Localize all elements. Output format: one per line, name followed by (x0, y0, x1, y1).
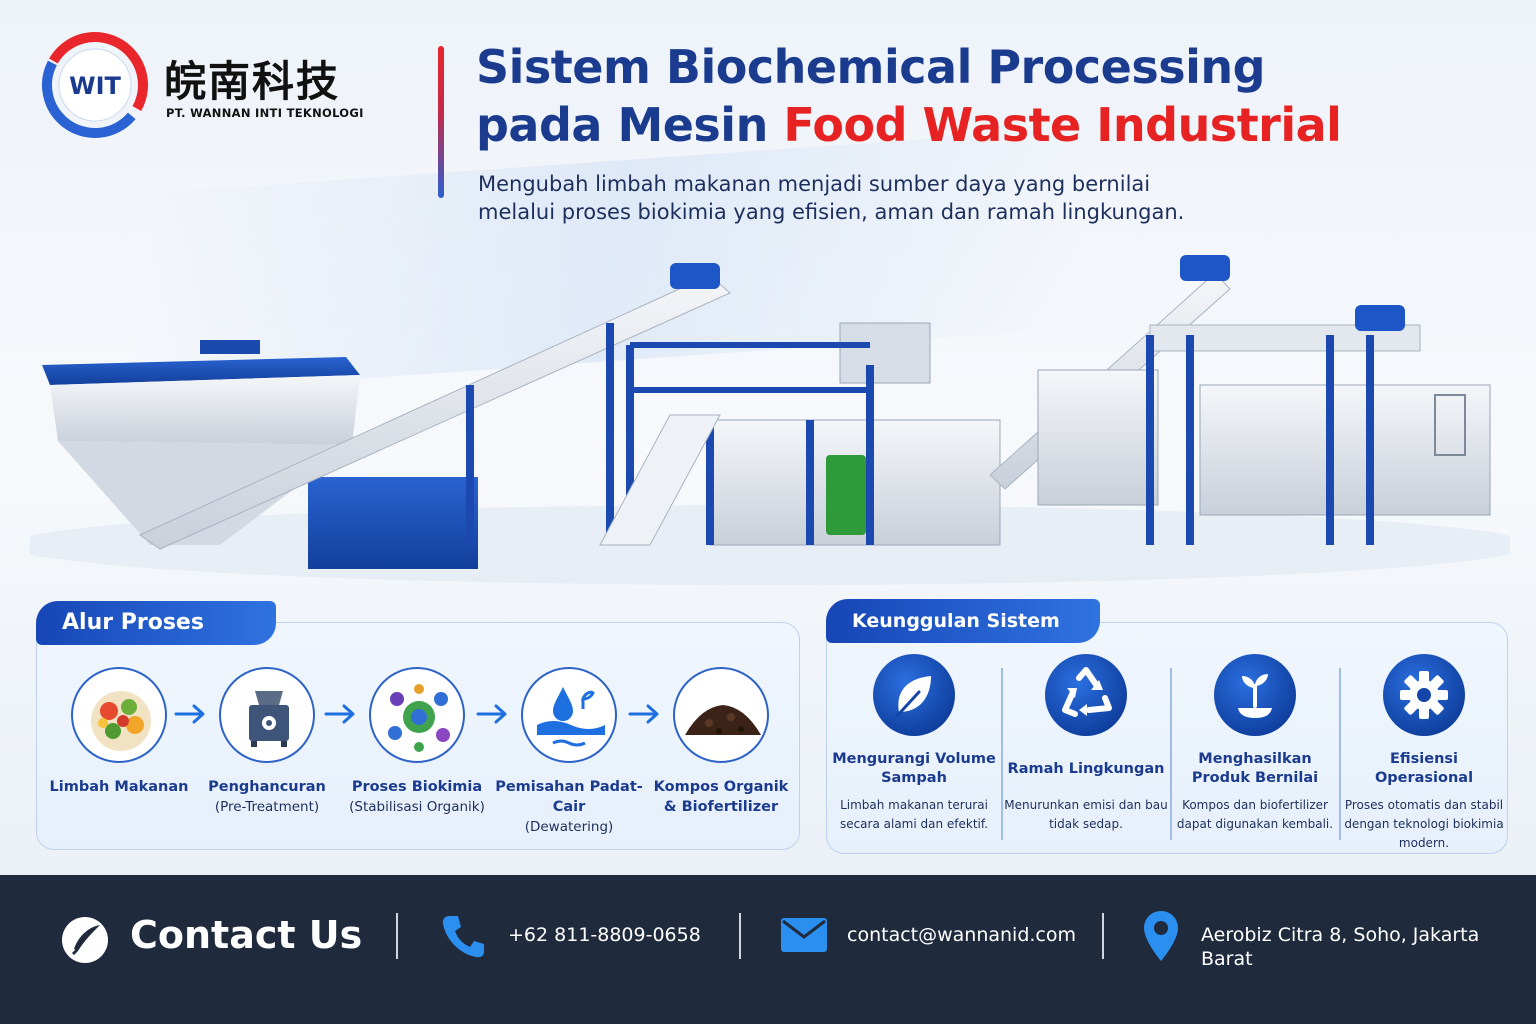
compost-icon (685, 705, 761, 735)
email-address[interactable]: contact@wannanid.com (847, 924, 1077, 946)
company-logo: WIT 皖南科技 PT. WANNAN INTI TEKNOLOGI (40, 30, 370, 140)
water-drop-icon (537, 687, 605, 747)
process-step-compost: Kompos Organik & Biofertilizer (646, 667, 796, 817)
divider (396, 913, 398, 959)
phone-icon (442, 916, 484, 958)
advantage-title: Menghasilkan Produk Bernilai (1191, 751, 1319, 786)
process-heading: Alur Proses (36, 601, 276, 645)
location-pin-icon (1144, 911, 1178, 961)
title-line-1: Sistem Biochemical Processing (476, 40, 1266, 94)
divider (1170, 668, 1172, 840)
company-name-en: PT. WANNAN INTI TEKNOLOGI (166, 106, 364, 120)
advantage-desc: Kompos dan biofertilizer dapat digunakan… (1176, 798, 1334, 831)
advantage-reduce-volume: Mengurangi Volume Sampah Limbah makanan … (830, 654, 998, 834)
step-label: Kompos Organik (653, 779, 789, 795)
recycle-icon (1062, 667, 1112, 717)
advantages-panel (826, 622, 1508, 854)
phone-number[interactable]: +62 811-8809-0658 (508, 924, 701, 946)
advantage-title: Mengurangi Volume Sampah (832, 751, 996, 786)
arrow-right-icon (628, 704, 659, 724)
advantage-valuable-product: Menghasilkan Produk Bernilai Kompos dan … (1171, 654, 1339, 834)
hopper-tank (42, 340, 360, 545)
process-step-dewatering: Pemisahan Padat-Cair (Dewatering) (494, 667, 644, 837)
title-line-2: pada Mesin Food Waste Industrial (476, 96, 1516, 154)
shredder-icon (249, 691, 289, 747)
step-label: Penghancuran (208, 779, 326, 795)
advantage-title: Efisiensi Operasional (1374, 751, 1474, 786)
arrow-right-icon (476, 704, 507, 724)
subtitle-line-1: Mengubah limbah makanan menjadi sumber d… (478, 172, 1151, 196)
process-step-shredding: Penghancuran (Pre-Treatment) (192, 667, 342, 817)
wit-logo-mark: WIT (42, 31, 148, 138)
step-sub: (Pre-Treatment) (214, 799, 320, 815)
arrow-right-icon (324, 704, 355, 724)
arrow-right-icon (174, 704, 205, 724)
title-line-2-blue: pada Mesin (476, 98, 784, 152)
process-step-biochemical: Proses Biokimia (Stabilisasi Organik) (342, 667, 492, 817)
divider (1001, 668, 1003, 840)
advantage-title: Ramah Lingkungan (1007, 760, 1165, 777)
step-sub: (Stabilisasi Organik) (349, 799, 485, 815)
title-line-2-red: Food Waste Industrial (783, 98, 1342, 152)
advantage-desc: Limbah makanan terurai secara alami dan … (839, 798, 989, 831)
email-icon (781, 918, 827, 952)
food-waste-icon (91, 691, 151, 751)
divider (739, 913, 741, 959)
advantage-efficiency: Efisiensi Operasional Proses otomatis da… (1340, 654, 1508, 853)
machinery-illustration (30, 255, 1510, 585)
contact-us-label: Contact Us (130, 913, 363, 957)
advantage-desc: Proses otomatis dan stabil dengan teknol… (1344, 798, 1504, 850)
dewatering-and-compost-units (1037, 305, 1491, 545)
page-subtitle: Mengubah limbah makanan menjadi sumber d… (478, 170, 1278, 226)
step-sub: & Biofertilizer (663, 799, 779, 815)
screw-conveyor-1 (138, 263, 731, 550)
title-accent-bar (438, 46, 444, 198)
divider (1339, 668, 1341, 840)
blue-tank (308, 477, 478, 569)
central-processing-unit (599, 322, 1001, 546)
leaf-icon (895, 676, 931, 718)
step-label: Limbah Makanan (49, 779, 189, 795)
process-step-food-waste: Limbah Makanan (44, 667, 194, 797)
step-label: Proses Biokimia (351, 779, 483, 795)
sprout-icon (1238, 674, 1272, 718)
company-name-cn: 皖南科技 (164, 57, 341, 106)
contact-footer: Contact Us +62 811-8809-0658 contact@wan… (0, 875, 1536, 1024)
page-title: Sistem Biochemical Processing pada Mesin… (476, 38, 1516, 154)
divider (1102, 913, 1104, 959)
advantage-desc: Menurunkan emisi dan bau tidak sedap. (1004, 798, 1168, 831)
step-sub: (Dewatering) (524, 819, 614, 835)
gear-icon (1400, 671, 1448, 719)
subtitle-line-2: melalui proses biokimia yang efisien, am… (478, 200, 1185, 224)
microbe-icon (388, 684, 450, 752)
address: Aerobiz Citra 8, Soho, Jakarta Barat (1201, 924, 1480, 970)
step-label: Pemisahan Padat-Cair (495, 779, 643, 815)
logo-text: WIT (69, 72, 121, 100)
advantage-eco-friendly: Ramah Lingkungan Menurunkan emisi dan ba… (1002, 654, 1170, 834)
advantages-heading: Keunggulan Sistem (826, 599, 1100, 643)
rocket-icon (62, 917, 108, 963)
